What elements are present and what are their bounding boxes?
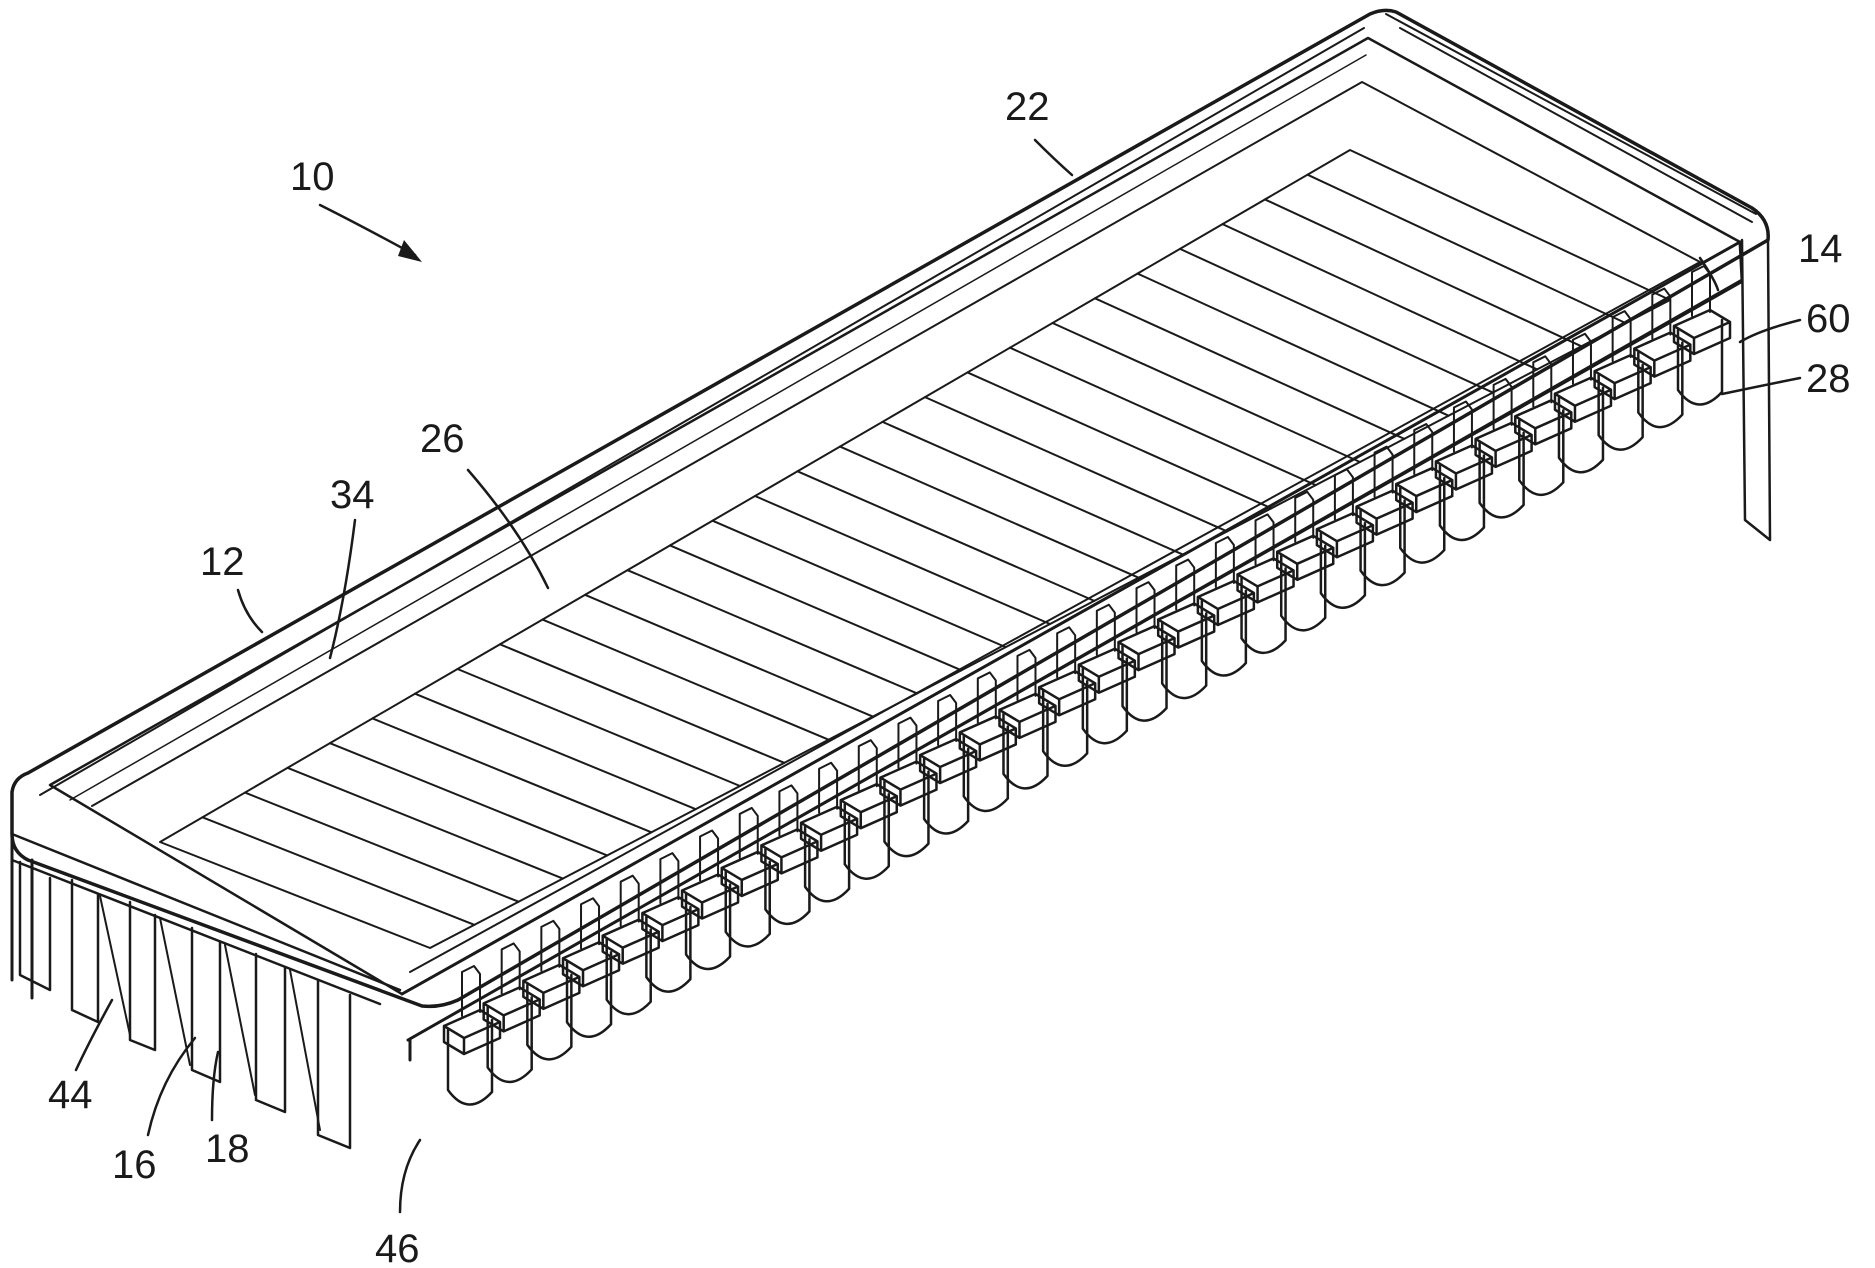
front-wall: [402, 242, 1742, 1040]
leader-26: [468, 470, 548, 588]
label-18: 18: [205, 1127, 250, 1171]
right-end-rail: [1386, 14, 1756, 222]
slat: [968, 372, 1272, 508]
label-22: 22: [1005, 85, 1050, 129]
leader-18: [212, 1052, 218, 1120]
leader-46: [400, 1140, 420, 1212]
slat: [713, 521, 1006, 647]
slat: [373, 718, 652, 832]
leader-12: [238, 590, 262, 632]
slat: [203, 817, 475, 925]
label-28: 28: [1806, 357, 1851, 401]
slat: [1180, 249, 1493, 393]
outer-rim: [12, 10, 1768, 1006]
label-46: 46: [375, 1227, 420, 1268]
leader-22: [1035, 140, 1072, 175]
slat: [330, 743, 607, 855]
slat: [1138, 274, 1449, 416]
label-60: 60: [1806, 297, 1851, 341]
slat: [288, 768, 563, 879]
leader-60: [1740, 320, 1800, 342]
label-44: 44: [48, 1073, 93, 1117]
slats: [203, 175, 1626, 925]
slat: [245, 793, 519, 902]
top-rail-line: [70, 55, 1366, 800]
leader-28: [1722, 378, 1800, 394]
slat: [1053, 323, 1361, 462]
inner-ledge: [92, 82, 1700, 972]
label-16: 16: [112, 1143, 157, 1187]
tray-frame: [12, 10, 1770, 1148]
label-26: 26: [420, 417, 465, 461]
label-12: 12: [200, 540, 245, 584]
label-34: 34: [330, 473, 375, 517]
slat: [798, 471, 1095, 601]
label-10: 10: [290, 155, 335, 199]
slat: [925, 397, 1227, 531]
slat: [1095, 298, 1404, 439]
slat: [755, 496, 1050, 624]
leader-10: [320, 205, 415, 255]
slat: [415, 694, 696, 809]
leader-44: [76, 1000, 112, 1070]
slat: [1223, 224, 1538, 369]
label-14: 14: [1798, 227, 1843, 271]
slat: [1010, 348, 1316, 485]
latch-tooth: [444, 966, 500, 1105]
slat: [840, 447, 1139, 578]
slat: [883, 422, 1183, 555]
slat: [1265, 199, 1581, 346]
latch-teeth: [444, 266, 1730, 1105]
leader-10-arrow: [398, 240, 422, 262]
